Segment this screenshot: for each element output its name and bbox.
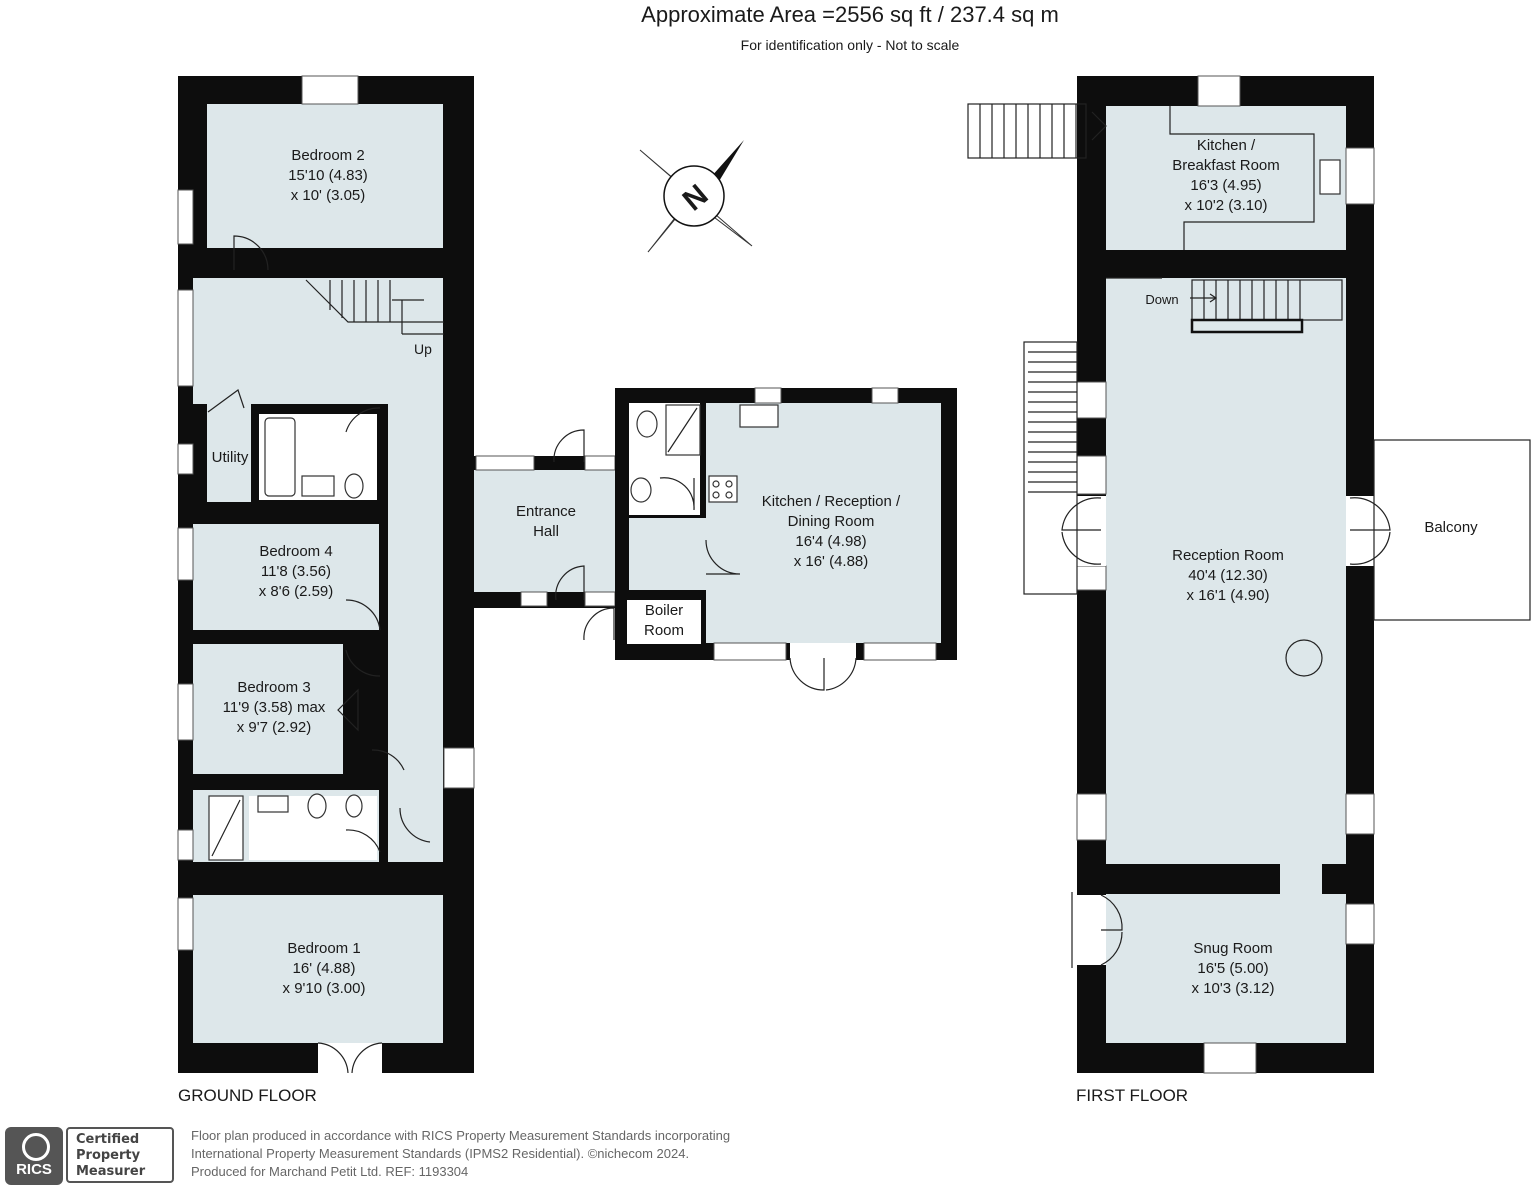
room-labels: Bedroom 2 15'10 (4.83) x 10' (3.05) Util… [212,137,1479,997]
badge-line: Measurer [76,1164,146,1179]
room-name: Hall [533,523,559,540]
room-name: Balcony [1424,519,1478,536]
room-dimension: 11'9 (3.58) max [223,699,326,716]
ground-floor-annex [474,387,957,691]
room-dimension: 16'3 (4.95) [1190,177,1261,194]
footer-line: Produced for Marchand Petit Ltd. REF: 11… [191,1164,469,1179]
north-compass-icon: N [639,140,753,253]
room-dimension: 15'10 (4.83) [288,167,368,184]
stair-label: Down [1145,292,1178,307]
scale-note: For identification only - Not to scale [740,37,960,53]
ground-floor-label: GROUND FLOOR [178,1086,317,1105]
rics-logo-text: RICS [16,1161,52,1178]
room-name: Snug Room [1193,940,1272,957]
certified-measurer-badge: Certified Property Measurer [66,1127,174,1183]
room-dimension: x 9'7 (2.92) [237,719,312,736]
room-dimension: x 8'6 (2.59) [259,583,334,600]
badge-line: Certified [76,1132,140,1147]
room-name: Bedroom 1 [287,940,360,957]
room-name: Bedroom 4 [259,543,332,560]
area-title: Approximate Area =2556 sq ft / 237.4 sq … [641,2,1059,27]
stair-label: Up [414,341,432,357]
room-name: Bedroom 3 [237,679,310,696]
room-dimension: x 9'10 (3.00) [283,980,366,997]
room-dimension: 16'4 (4.98) [795,533,866,550]
footer-line: Floor plan produced in accordance with R… [191,1128,731,1143]
room-name: Bedroom 2 [291,147,364,164]
ground-floor-plan [177,75,475,1074]
room-dimension: x 16'1 (4.90) [1187,587,1270,604]
room-name: Dining Room [788,513,875,530]
room-dimension: x 10' (3.05) [291,187,366,204]
room-name: Entrance [516,503,576,520]
room-dimension: x 10'2 (3.10) [1185,197,1268,214]
footer-disclaimer: Floor plan produced in accordance with R… [191,1127,730,1181]
room-dimension: 40'4 (12.30) [1188,567,1268,584]
room-name: Kitchen / Reception / [762,493,901,510]
room-name: Room [644,622,684,639]
room-name: Kitchen / [1197,137,1256,154]
room-dimension: 11'8 (3.56) [261,563,331,580]
badge-line: Property [76,1148,141,1163]
room-name: Utility [212,449,249,466]
room-name: Reception Room [1172,547,1284,564]
rics-logo-icon: RICS [5,1127,63,1185]
footer-line: International Property Measurement Stand… [191,1146,690,1161]
room-dimension: x 16' (4.88) [794,553,869,570]
first-floor-plan [967,75,1531,1074]
first-floor-label: FIRST FLOOR [1076,1086,1189,1105]
room-dimension: x 10'3 (3.12) [1192,980,1275,997]
room-dimension: 16' (4.88) [293,960,356,977]
room-name: Boiler [645,602,683,619]
room-dimension: 16'5 (5.00) [1197,960,1268,977]
room-name: Breakfast Room [1172,157,1280,174]
